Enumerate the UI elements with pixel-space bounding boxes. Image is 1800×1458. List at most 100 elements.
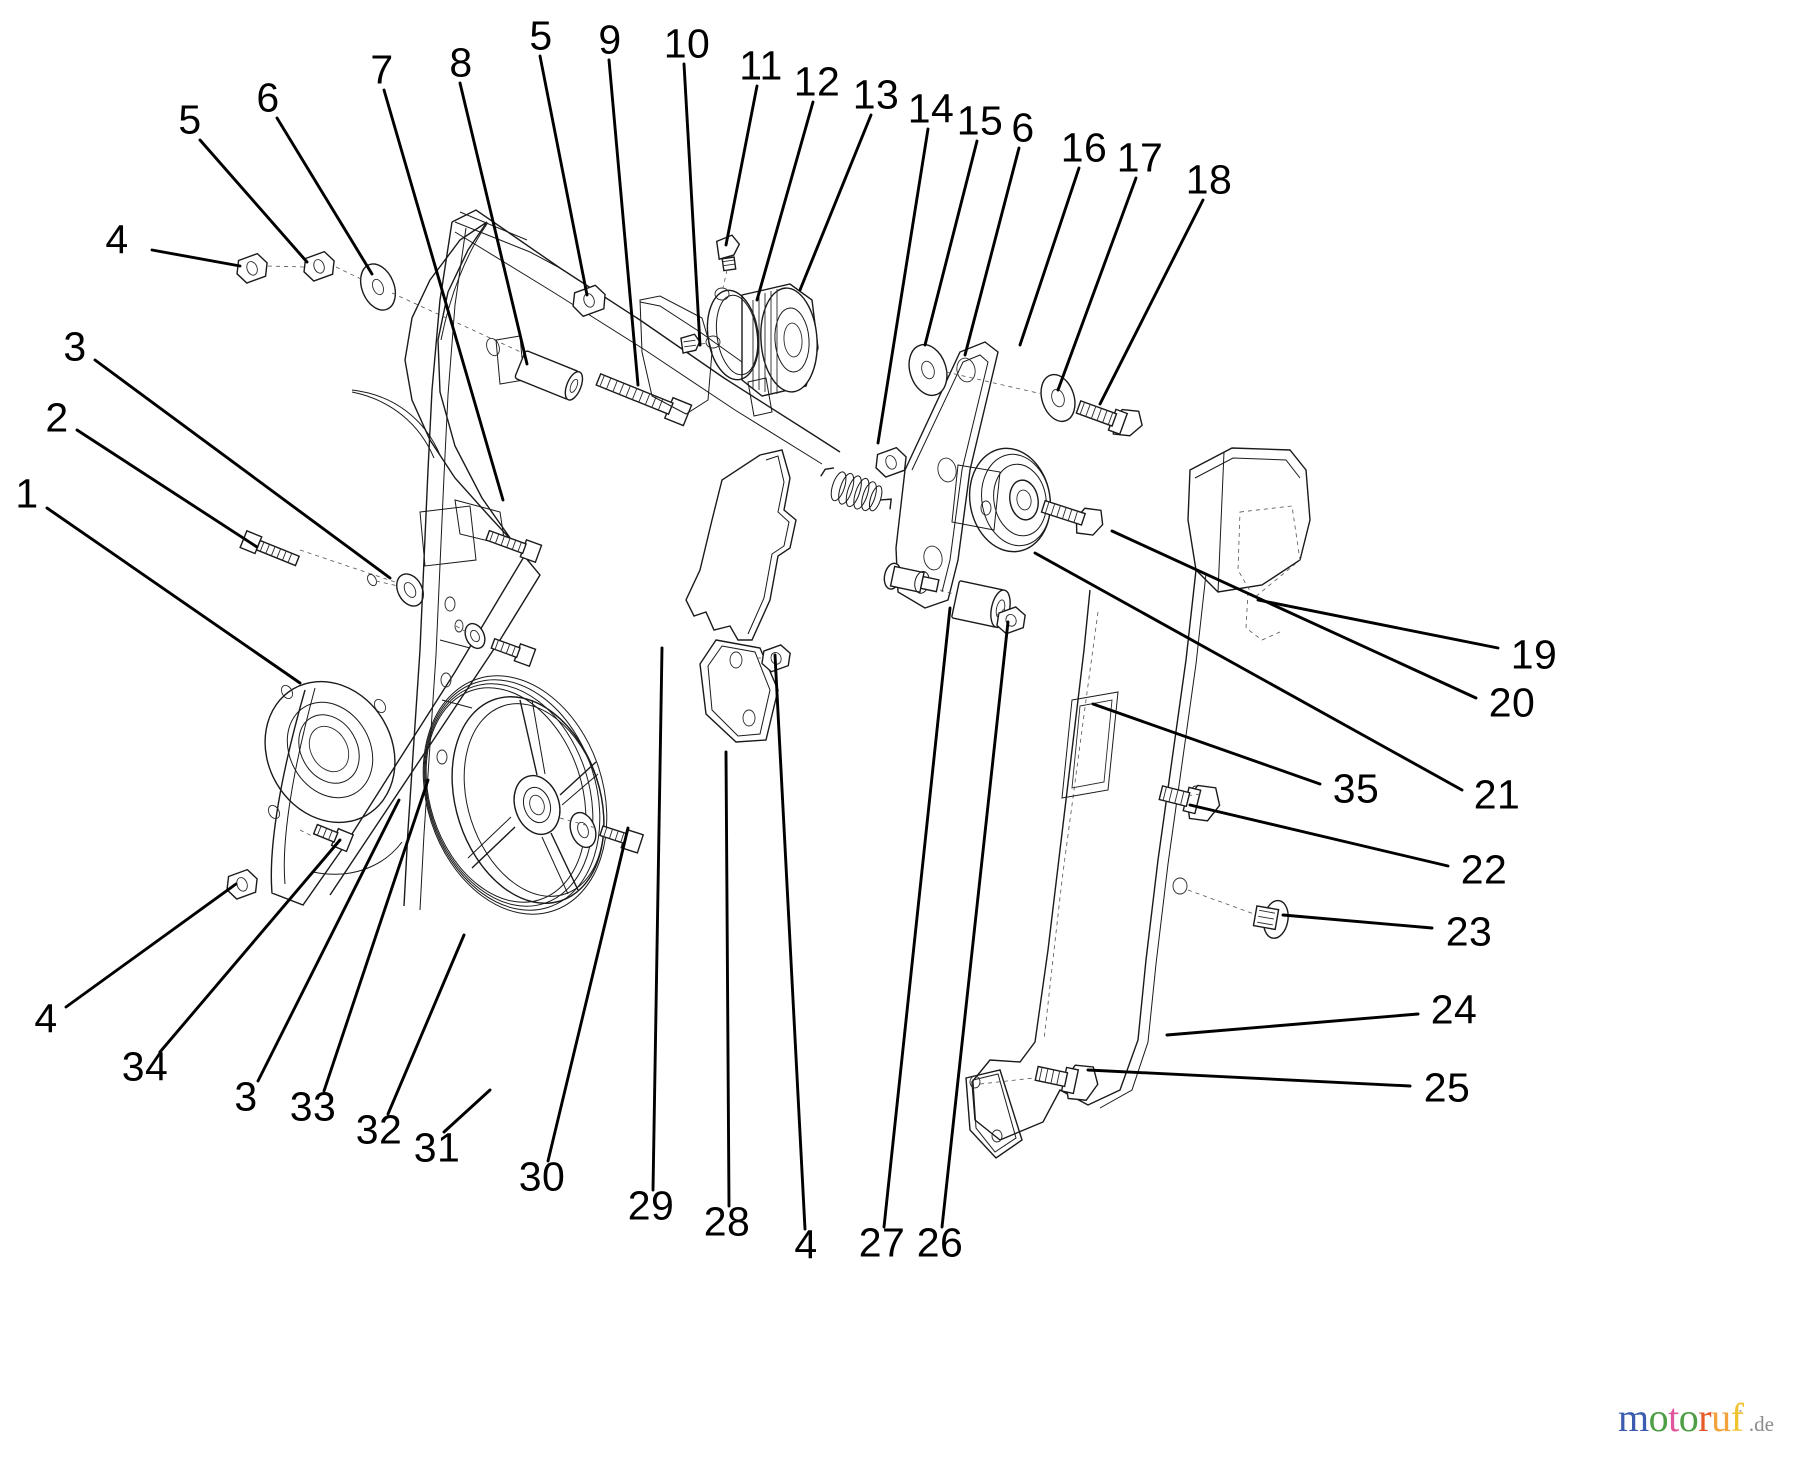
motoruf-watermark: motoruf·.de [1618,1398,1774,1438]
leader-line [651,646,664,1192]
leader-line [798,113,873,292]
callout-number: 6 [256,74,280,121]
leader-line [1086,1068,1412,1088]
callout-number: 34 [121,1043,169,1090]
leader-line [876,127,930,445]
watermark-letter: o [1678,1395,1699,1440]
leader-line [1281,913,1434,930]
leader-line [1018,166,1081,347]
callout-number: 16 [1060,124,1108,171]
callout-number: 28 [703,1198,751,1245]
leader-line [538,54,589,297]
drive-pulley-sheave [422,675,645,915]
spacer-and-carriage-bolt [454,284,693,668]
watermark-letter: u [1711,1395,1731,1440]
leader-line [382,88,505,502]
callout-number: 6 [1011,104,1035,151]
callout-number: 4 [34,995,58,1042]
leader-line [724,750,731,1208]
callout-number: 8 [449,39,473,86]
leader-line [442,1088,492,1134]
callout-number: 24 [1430,986,1478,1033]
callout-number: 13 [852,71,900,118]
leader-line [458,81,529,366]
auger-housing-side-plate [264,211,561,906]
callout-number: 10 [663,20,711,67]
callout-number: 11 [739,42,783,89]
callout-number: 14 [907,85,955,132]
leader-line [275,116,374,276]
leader-line [64,882,238,1009]
leader-line [75,428,259,549]
leader-line [1110,529,1478,700]
callout-number: 27 [858,1219,906,1266]
leader-line [963,146,1021,357]
leader-line [1056,176,1138,392]
leader-line [1091,702,1322,786]
callout-number: 23 [1445,908,1493,955]
leader-line [1165,1012,1420,1037]
callout-number: 1 [15,470,39,517]
callout-number: 21 [1473,771,1521,818]
watermark-letter: o [1648,1395,1669,1440]
belt-cover-shield [965,447,1311,1159]
callout-number: 30 [518,1153,566,1200]
callout-number: 17 [1116,134,1164,181]
leader-lines [45,54,1500,1231]
callout-number: 31 [413,1124,461,1171]
callout-number: 5 [529,12,553,59]
callout-number: 32 [355,1106,403,1153]
engine-drive-pulley-assembly [639,234,819,417]
callout-number: 29 [627,1182,675,1229]
callout-number: 22 [1460,846,1508,893]
leader-line [198,138,309,264]
leader-line [322,778,430,1093]
callout-number: 3 [234,1073,258,1120]
leader-line [150,248,242,268]
leader-line [682,62,702,347]
leader-line [386,933,466,1116]
leader-line [1188,803,1450,868]
callout-number: 19 [1510,631,1558,678]
leader-line [256,798,401,1083]
center-frame-plate [403,209,841,911]
callout-number: 3 [63,323,87,370]
leader-line [546,826,630,1163]
callout-number: 33 [289,1083,337,1130]
leader-line [45,506,302,685]
callout-number: 18 [1185,156,1233,203]
leader-line [607,58,640,387]
leader-line [940,620,1010,1229]
callout-number: 5 [178,96,202,143]
callout-number: 15 [956,97,1004,144]
leader-line [773,653,807,1231]
leader-line [1098,198,1205,406]
callout-number: 35 [1332,765,1380,812]
watermark-letter: t [1668,1395,1679,1440]
leader-line [755,100,815,302]
callout-number: 7 [370,46,394,93]
belt-keeper-bracket [685,449,797,743]
callout-number: 4 [794,1221,818,1268]
callout-number: 9 [598,16,622,63]
watermark-accent-dot: · [1737,1400,1743,1421]
watermark-letter: m [1618,1395,1649,1440]
leader-line [93,358,392,580]
watermark-domain-suffix: .de [1748,1412,1774,1436]
callout-number: 26 [916,1219,964,1266]
callout-number: 25 [1423,1064,1471,1111]
leader-line [1033,551,1464,792]
watermark-letter: f [1730,1395,1744,1440]
leader-line [882,606,952,1229]
idler-arm-assembly [820,341,1143,635]
leader-line [923,139,979,347]
callout-number: 20 [1488,679,1536,726]
callout-number: 12 [793,58,841,105]
leader-line [158,838,342,1054]
watermark-letter: r [1698,1395,1712,1440]
callout-number: 4 [105,216,129,263]
leader-line [724,84,759,247]
leader-line [1256,598,1500,650]
